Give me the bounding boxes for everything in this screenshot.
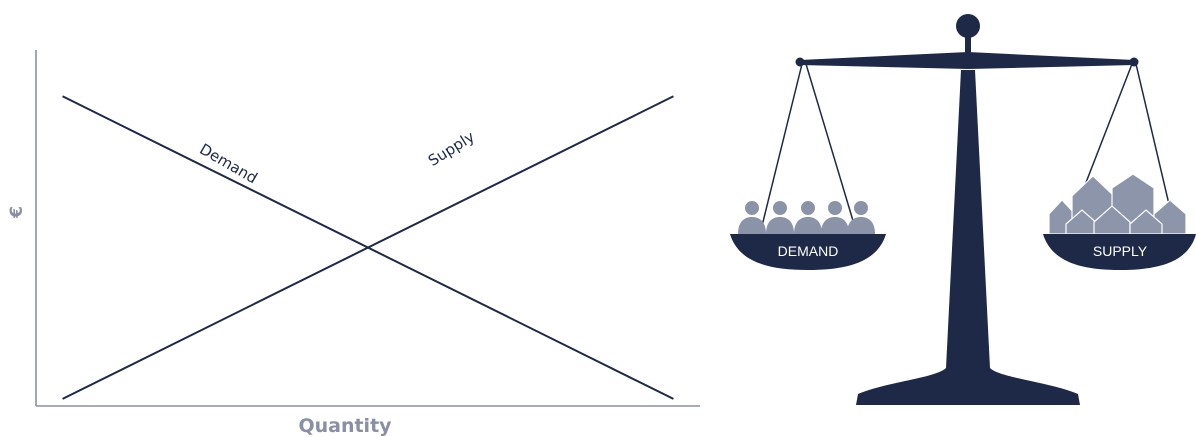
right-pan (1043, 234, 1196, 270)
beam-left-end (795, 57, 805, 67)
scale-beam (800, 52, 1134, 69)
left-pan-strings (759, 63, 858, 235)
demand-line-label: Demand (196, 140, 260, 187)
left-pan (730, 234, 886, 270)
scale-knob-stem (965, 36, 971, 56)
person-icon (847, 201, 875, 234)
supply-line-label: Supply (425, 128, 478, 170)
right-pan-label: SUPPLY (1093, 243, 1148, 259)
person-icon (794, 201, 822, 234)
house-icon (1129, 209, 1163, 235)
balance-scale: DEMAND SUPPLY (730, 14, 1196, 405)
left-pan-label: DEMAND (778, 243, 839, 259)
houses-icon (1048, 173, 1187, 235)
scale-pillar (856, 70, 1080, 405)
person-icon (821, 201, 849, 234)
people-icon (738, 201, 875, 234)
supply-line (62, 95, 674, 400)
person-icon (766, 201, 794, 234)
x-axis-label: Quantity (298, 415, 392, 437)
y-axis-label: € (7, 206, 27, 219)
person-icon (738, 201, 766, 234)
supply-demand-chart: Demand Supply € Quantity (7, 50, 700, 437)
scale-top-knob (956, 14, 980, 38)
